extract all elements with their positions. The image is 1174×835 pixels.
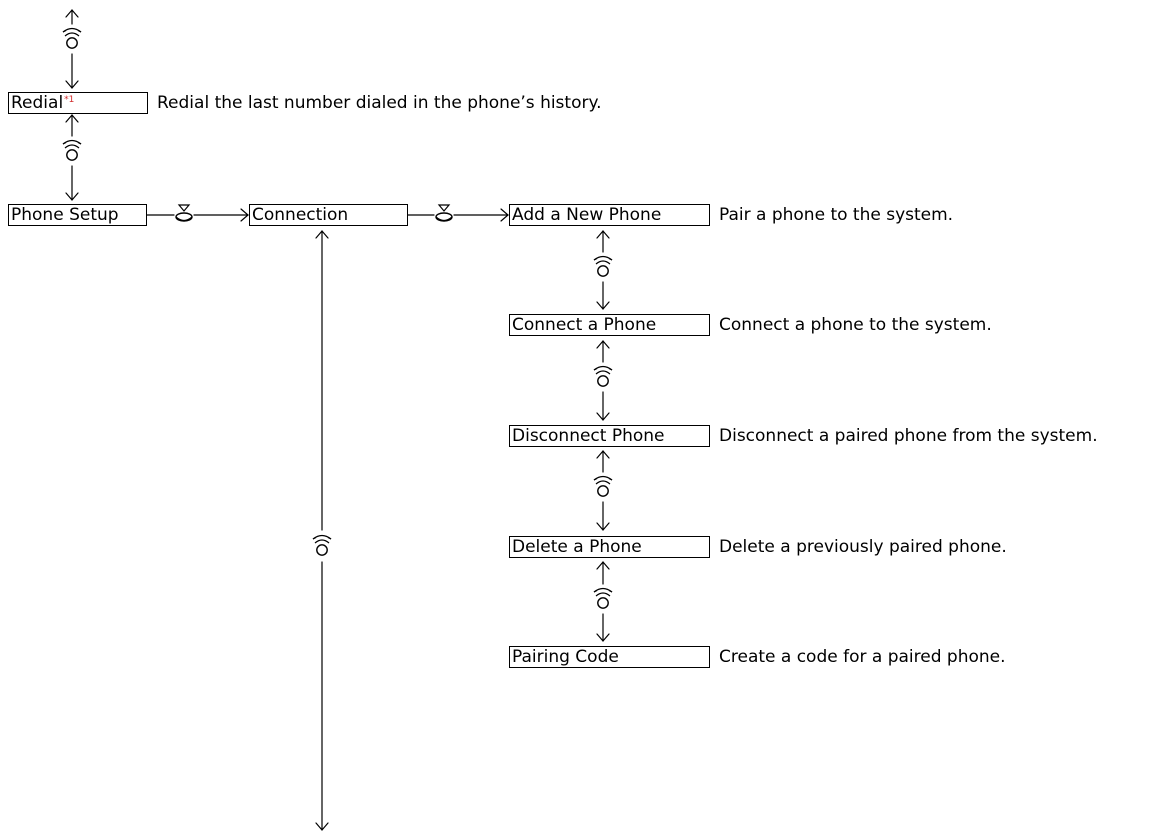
- menu-item-add-new-phone[interactable]: Add a New Phone: [509, 204, 710, 226]
- knob-rotate-icon: [312, 534, 332, 556]
- menu-item-description: Disconnect a paired phone from the syste…: [719, 426, 1098, 446]
- menu-item-label: Delete a Phone: [512, 537, 642, 557]
- arrow-connection-to-add-phone: [407, 208, 509, 222]
- menu-item-label: Phone Setup: [11, 205, 119, 225]
- menu-item-description: Delete a previously paired phone.: [719, 537, 1007, 557]
- connector-top: [65, 9, 79, 89]
- arrow-phone-setup-to-connection: [146, 208, 249, 222]
- menu-item-description: Create a code for a paired phone.: [719, 647, 1006, 667]
- menu-item-label: Add a New Phone: [512, 205, 662, 225]
- knob-rotate-icon: [62, 27, 82, 49]
- connector-connection-vertical: [315, 230, 329, 831]
- menu-item-phone-setup[interactable]: Phone Setup: [8, 204, 147, 226]
- menu-item-description: Connect a phone to the system.: [719, 315, 992, 335]
- menu-item-label: Pairing Code: [512, 647, 619, 667]
- knob-press-icon: [435, 204, 453, 222]
- footnote-marker: *1: [64, 95, 75, 105]
- menu-item-description: Redial the last number dialed in the pho…: [157, 93, 602, 113]
- knob-rotate-icon: [62, 139, 82, 161]
- menu-item-label: Connection: [252, 205, 349, 225]
- knob-press-icon: [175, 204, 193, 222]
- menu-item-label: Connect a Phone: [512, 315, 657, 335]
- knob-rotate-icon: [593, 365, 613, 387]
- menu-item-redial[interactable]: Redial*1: [8, 92, 148, 114]
- menu-item-connection[interactable]: Connection: [249, 204, 408, 226]
- knob-rotate-icon: [593, 587, 613, 609]
- menu-item-pairing-code[interactable]: Pairing Code: [509, 646, 710, 668]
- connector-add-connect: [596, 230, 610, 310]
- knob-rotate-icon: [593, 475, 613, 497]
- menu-item-disconnect-phone[interactable]: Disconnect Phone: [509, 425, 710, 447]
- menu-item-label: Disconnect Phone: [512, 426, 665, 446]
- knob-rotate-icon: [593, 255, 613, 277]
- connector-connect-disconnect: [596, 340, 610, 421]
- connector-disconnect-delete: [596, 450, 610, 531]
- menu-item-description: Pair a phone to the system.: [719, 205, 954, 225]
- connector-redial-phone-setup: [65, 114, 79, 201]
- menu-item-delete-phone[interactable]: Delete a Phone: [509, 536, 710, 558]
- connector-delete-pairing: [596, 561, 610, 642]
- menu-item-label: Redial: [11, 93, 64, 113]
- menu-item-connect-phone[interactable]: Connect a Phone: [509, 314, 710, 336]
